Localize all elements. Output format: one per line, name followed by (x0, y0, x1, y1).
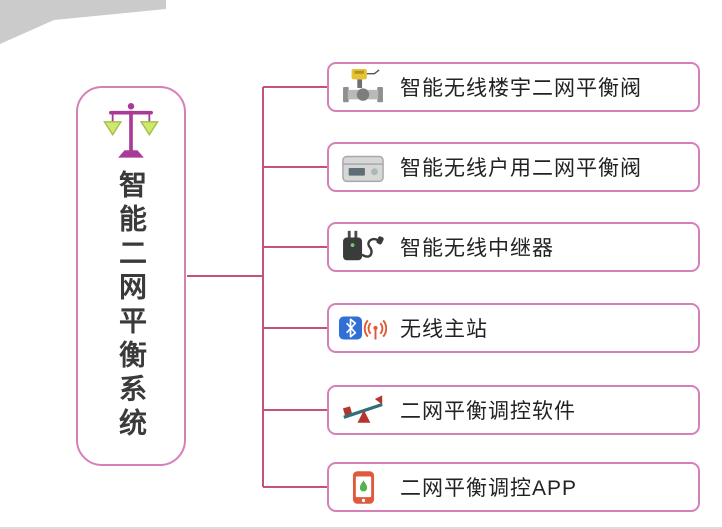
branch-label: 无线主站 (400, 318, 488, 341)
smartphone-icon (339, 470, 387, 505)
bluetooth-signal-icon (339, 311, 387, 345)
household-meter-icon (339, 150, 387, 184)
branch-label: 二网平衡调控APP (400, 477, 578, 500)
branch-label: 智能无线户用二网平衡阀 (400, 157, 642, 180)
power-adapter-icon (339, 228, 387, 266)
root-node-system: 智能二网平衡系统 (76, 86, 186, 466)
balance-scale-icon (97, 100, 165, 162)
branch-label: 二网平衡调控软件 (400, 400, 576, 423)
branch-label: 智能无线楼宇二网平衡阀 (400, 77, 642, 100)
root-node-label: 智能二网平衡系统 (116, 170, 147, 442)
branch-label: 智能无线中继器 (400, 237, 554, 260)
building-valve-icon (339, 68, 387, 106)
branch-node-household-valve: 智能无线户用二网平衡阀 (327, 142, 700, 192)
branch-node-control-software: 二网平衡调控软件 (327, 385, 700, 435)
bottom-edge-line (0, 527, 722, 529)
branch-node-control-app: 二网平衡调控APP (327, 462, 700, 512)
branch-node-building-valve: 智能无线楼宇二网平衡阀 (327, 62, 700, 112)
balance-control-icon (339, 393, 387, 427)
branch-node-repeater: 智能无线中继器 (327, 222, 700, 272)
branch-node-master-station: 无线主站 (327, 303, 700, 353)
